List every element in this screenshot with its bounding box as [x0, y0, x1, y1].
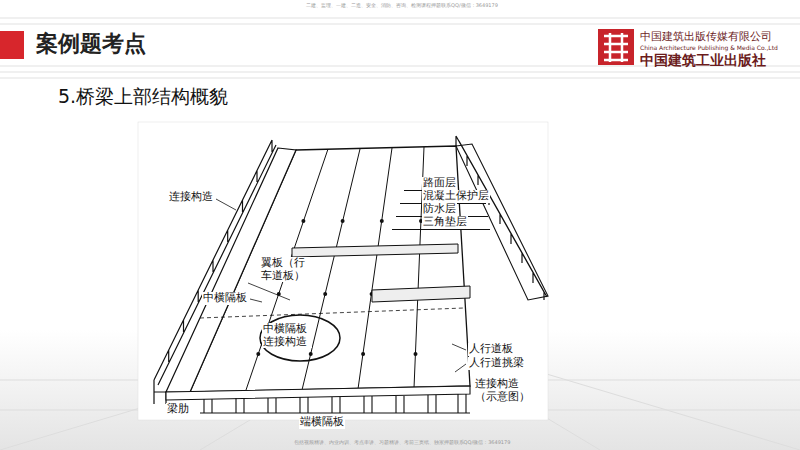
watermark: 包括视频精讲、内业内训、考点串讲、习题精讲、考前三页纸、独家押题联系QQ/微信：…	[2, 440, 800, 446]
slide-title: 案例题考点	[36, 31, 146, 56]
right-sidewalk	[456, 144, 548, 300]
part-label: 连接构造（示意图）	[474, 378, 536, 403]
watermark: 二建、监理、一建、二造、安全、消防、咨询、检测课程押题联系QQ/微信：36491…	[2, 3, 800, 9]
part-label: 混凝土保护层	[422, 190, 490, 203]
part-label: 三角垫层	[422, 216, 468, 229]
beam-ribs	[200, 394, 470, 413]
publisher-name: 中国建筑出版传媒有限公司	[640, 31, 772, 44]
part-label: 梁肋	[166, 403, 190, 416]
left-railing	[154, 140, 276, 392]
part-label: 端横隔板	[299, 416, 345, 429]
detail-ellipse	[260, 315, 340, 361]
deck-flange	[166, 386, 470, 400]
right-railing	[456, 136, 547, 300]
publisher-name-large: 中国建筑工业出版社	[640, 52, 766, 68]
logo-icon	[598, 29, 634, 65]
publisher-english: China Architecture Publishing & Media Co…	[640, 45, 778, 52]
header-stripes	[0, 18, 800, 78]
title-bar	[0, 31, 24, 59]
pavement-layer-band	[292, 244, 458, 257]
middle-diaphragm-line	[200, 308, 464, 318]
left-beam-face	[154, 392, 166, 404]
part-label: 连接构造	[168, 191, 214, 204]
layer-lines	[392, 191, 490, 230]
part-label: 人行道挑梁	[468, 357, 525, 370]
logo-pattern	[604, 33, 628, 62]
part-label: 防水层	[422, 203, 457, 216]
drawing-frame	[138, 122, 548, 420]
part-label: 翼板（行车道板）	[260, 257, 310, 282]
sidewalk-board-band	[372, 286, 470, 302]
part-label: 中横隔板连接构造	[262, 323, 312, 348]
part-label: 人行道板	[468, 343, 514, 356]
part-label: 中横隔板	[202, 292, 248, 305]
part-label: 路面层	[422, 177, 457, 190]
section-heading: 5.桥梁上部结构概貌	[58, 86, 228, 108]
